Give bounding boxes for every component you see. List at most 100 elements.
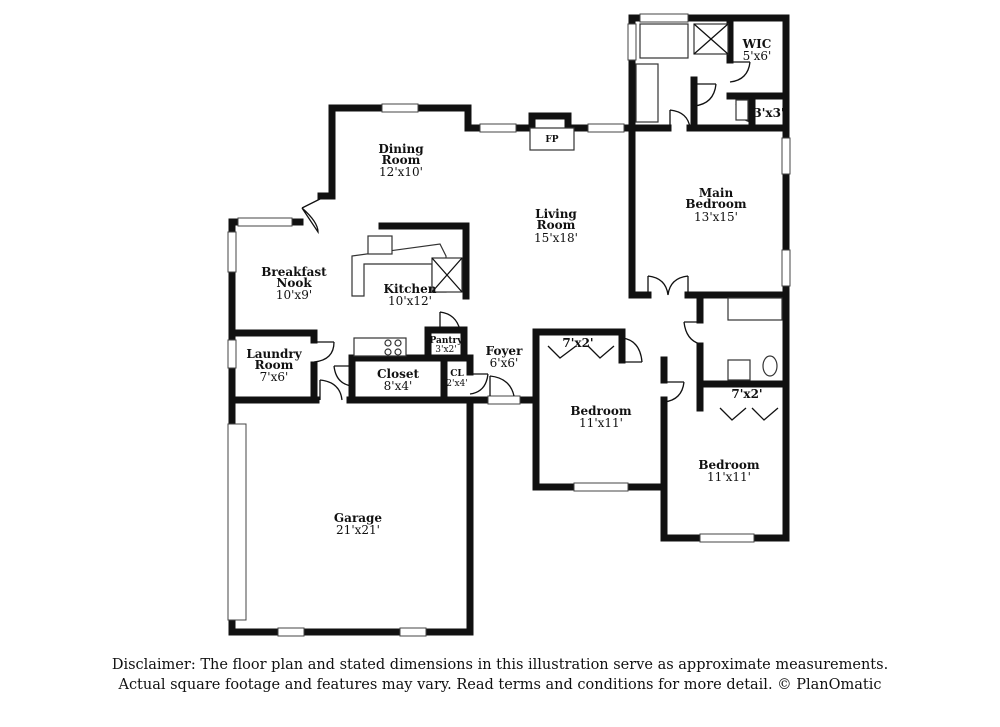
garage-name: Garage [334, 511, 383, 525]
door-bedroom-2[interactable] [663, 381, 685, 403]
hall-tub [727, 297, 783, 321]
bedroom-1-closet-dim: 7'x2' [562, 336, 593, 350]
laundry-name-2: Room [255, 358, 294, 372]
master-vanity [635, 63, 659, 123]
wall-outline-main [228, 104, 636, 226]
door-bedroom-1[interactable] [621, 337, 643, 363]
window-master-bath-side [627, 23, 637, 61]
window-main-bed-2 [781, 249, 791, 287]
closet-dim: 8'x4' [384, 379, 413, 393]
linen-dim: 3'x3' [753, 106, 784, 120]
wall-wic [690, 14, 790, 132]
door-main-bedroom[interactable] [647, 275, 689, 296]
window-bedroom-2 [699, 533, 755, 543]
cl-dim: 2'x4' [446, 379, 467, 389]
garage-dim: 21'x21' [336, 523, 380, 537]
wall-bedroom-1 [532, 328, 626, 404]
bifold-bedroom-2[interactable] [719, 407, 779, 421]
fridge-cross [431, 257, 463, 293]
kitchen-counter [353, 337, 407, 357]
door-breakfast-exterior[interactable] [301, 197, 323, 235]
window-master-bath [639, 13, 689, 23]
kitchen-dim: 10'x12' [388, 294, 432, 308]
breakfast-name-2: Nook [276, 276, 312, 290]
dining-name-2: Room [382, 153, 421, 167]
wall-laundry [228, 329, 318, 404]
laundry-dim: 7'x6' [260, 370, 289, 384]
foyer-name: Foyer [486, 344, 523, 358]
door-front[interactable] [489, 375, 515, 397]
door-cl[interactable] [469, 373, 489, 395]
door-pantry[interactable] [439, 311, 461, 331]
window-breakfast-top [237, 217, 293, 227]
kitchen-name: Kitchen [384, 282, 437, 296]
room-labels: Dining Room 12'x10' Living Room 15'x18' … [246, 37, 784, 537]
hall-toilet [762, 355, 778, 377]
doors[interactable] [301, 61, 779, 421]
door-garage-laundry[interactable] [319, 379, 343, 401]
windows [227, 13, 791, 637]
master-tub [639, 23, 689, 59]
garage-door [227, 423, 247, 621]
pantry-dim: 3'x2' [435, 345, 456, 355]
window-garage-1 [277, 627, 305, 637]
main-bedroom-dim: 13'x15' [694, 210, 738, 224]
wall-kitchen [378, 222, 470, 300]
dining-name-1: Dining [378, 142, 424, 156]
disclaimer-line-1: Disclaimer: The floor plan and stated di… [111, 657, 889, 673]
breakfast-name-1: Breakfast [261, 265, 327, 279]
wall-cl [440, 354, 474, 376]
window-living-1 [479, 123, 517, 133]
window-main-bed-1 [781, 137, 791, 175]
door-bath-hall[interactable] [683, 321, 701, 345]
window-bedroom-1 [573, 482, 629, 492]
pantry-name: Pantry [429, 336, 463, 346]
stove-burner-2 [394, 339, 402, 347]
bifold-bedroom-1[interactable] [547, 345, 615, 359]
door-master-bath[interactable] [693, 83, 717, 107]
master-toilet [735, 99, 749, 121]
laundry-name-1: Laundry [246, 347, 302, 361]
window-laundry [227, 339, 237, 369]
shower-cross [693, 23, 729, 55]
living-name-2: Room [537, 218, 576, 232]
window-garage-2 [399, 627, 427, 637]
dining-dim: 12'x10' [379, 165, 423, 179]
door-main-bath-entry[interactable] [669, 109, 691, 129]
interior-walls[interactable] [228, 14, 790, 491]
closet-name: Closet [377, 367, 420, 381]
door-laundry[interactable] [313, 341, 335, 363]
living-dim: 15'x18' [534, 231, 578, 245]
bedroom-2-dim: 11'x11' [707, 470, 751, 484]
fireplace-label: FP [545, 135, 558, 145]
wic-name: WIC [742, 37, 772, 51]
window-living-2 [587, 123, 625, 133]
stove-burner-4 [394, 348, 402, 356]
kitchen-sink [367, 235, 393, 255]
wall-bedroom-2 [660, 356, 704, 491]
hall-vanity [727, 359, 751, 381]
door-closet[interactable] [333, 365, 353, 387]
window-breakfast-left [227, 231, 237, 273]
breakfast-dim: 10'x9' [276, 288, 312, 302]
cl-name: CL [450, 369, 464, 379]
main-bedroom-name-1: Main [699, 186, 734, 200]
foyer-dim: 6'x6' [490, 356, 519, 370]
wic-dim: 5'x6' [743, 49, 772, 63]
fireplace [529, 127, 575, 151]
bedroom-1-name: Bedroom [570, 404, 631, 418]
main-bedroom-name-2: Bedroom [685, 197, 746, 211]
bedroom-2-name: Bedroom [698, 458, 759, 472]
bedroom-1-dim: 11'x11' [579, 416, 623, 430]
living-name-1: Living [535, 207, 577, 221]
stove-burner-3 [384, 348, 392, 356]
wall-main-bedroom-west [628, 124, 790, 299]
fixtures [351, 23, 783, 381]
stove-burner-1 [384, 339, 392, 347]
door-wic[interactable] [729, 61, 751, 83]
bedroom-2-closet-dim: 7'x2' [731, 387, 762, 401]
wall-closet [348, 354, 448, 404]
window-dining [381, 103, 419, 113]
